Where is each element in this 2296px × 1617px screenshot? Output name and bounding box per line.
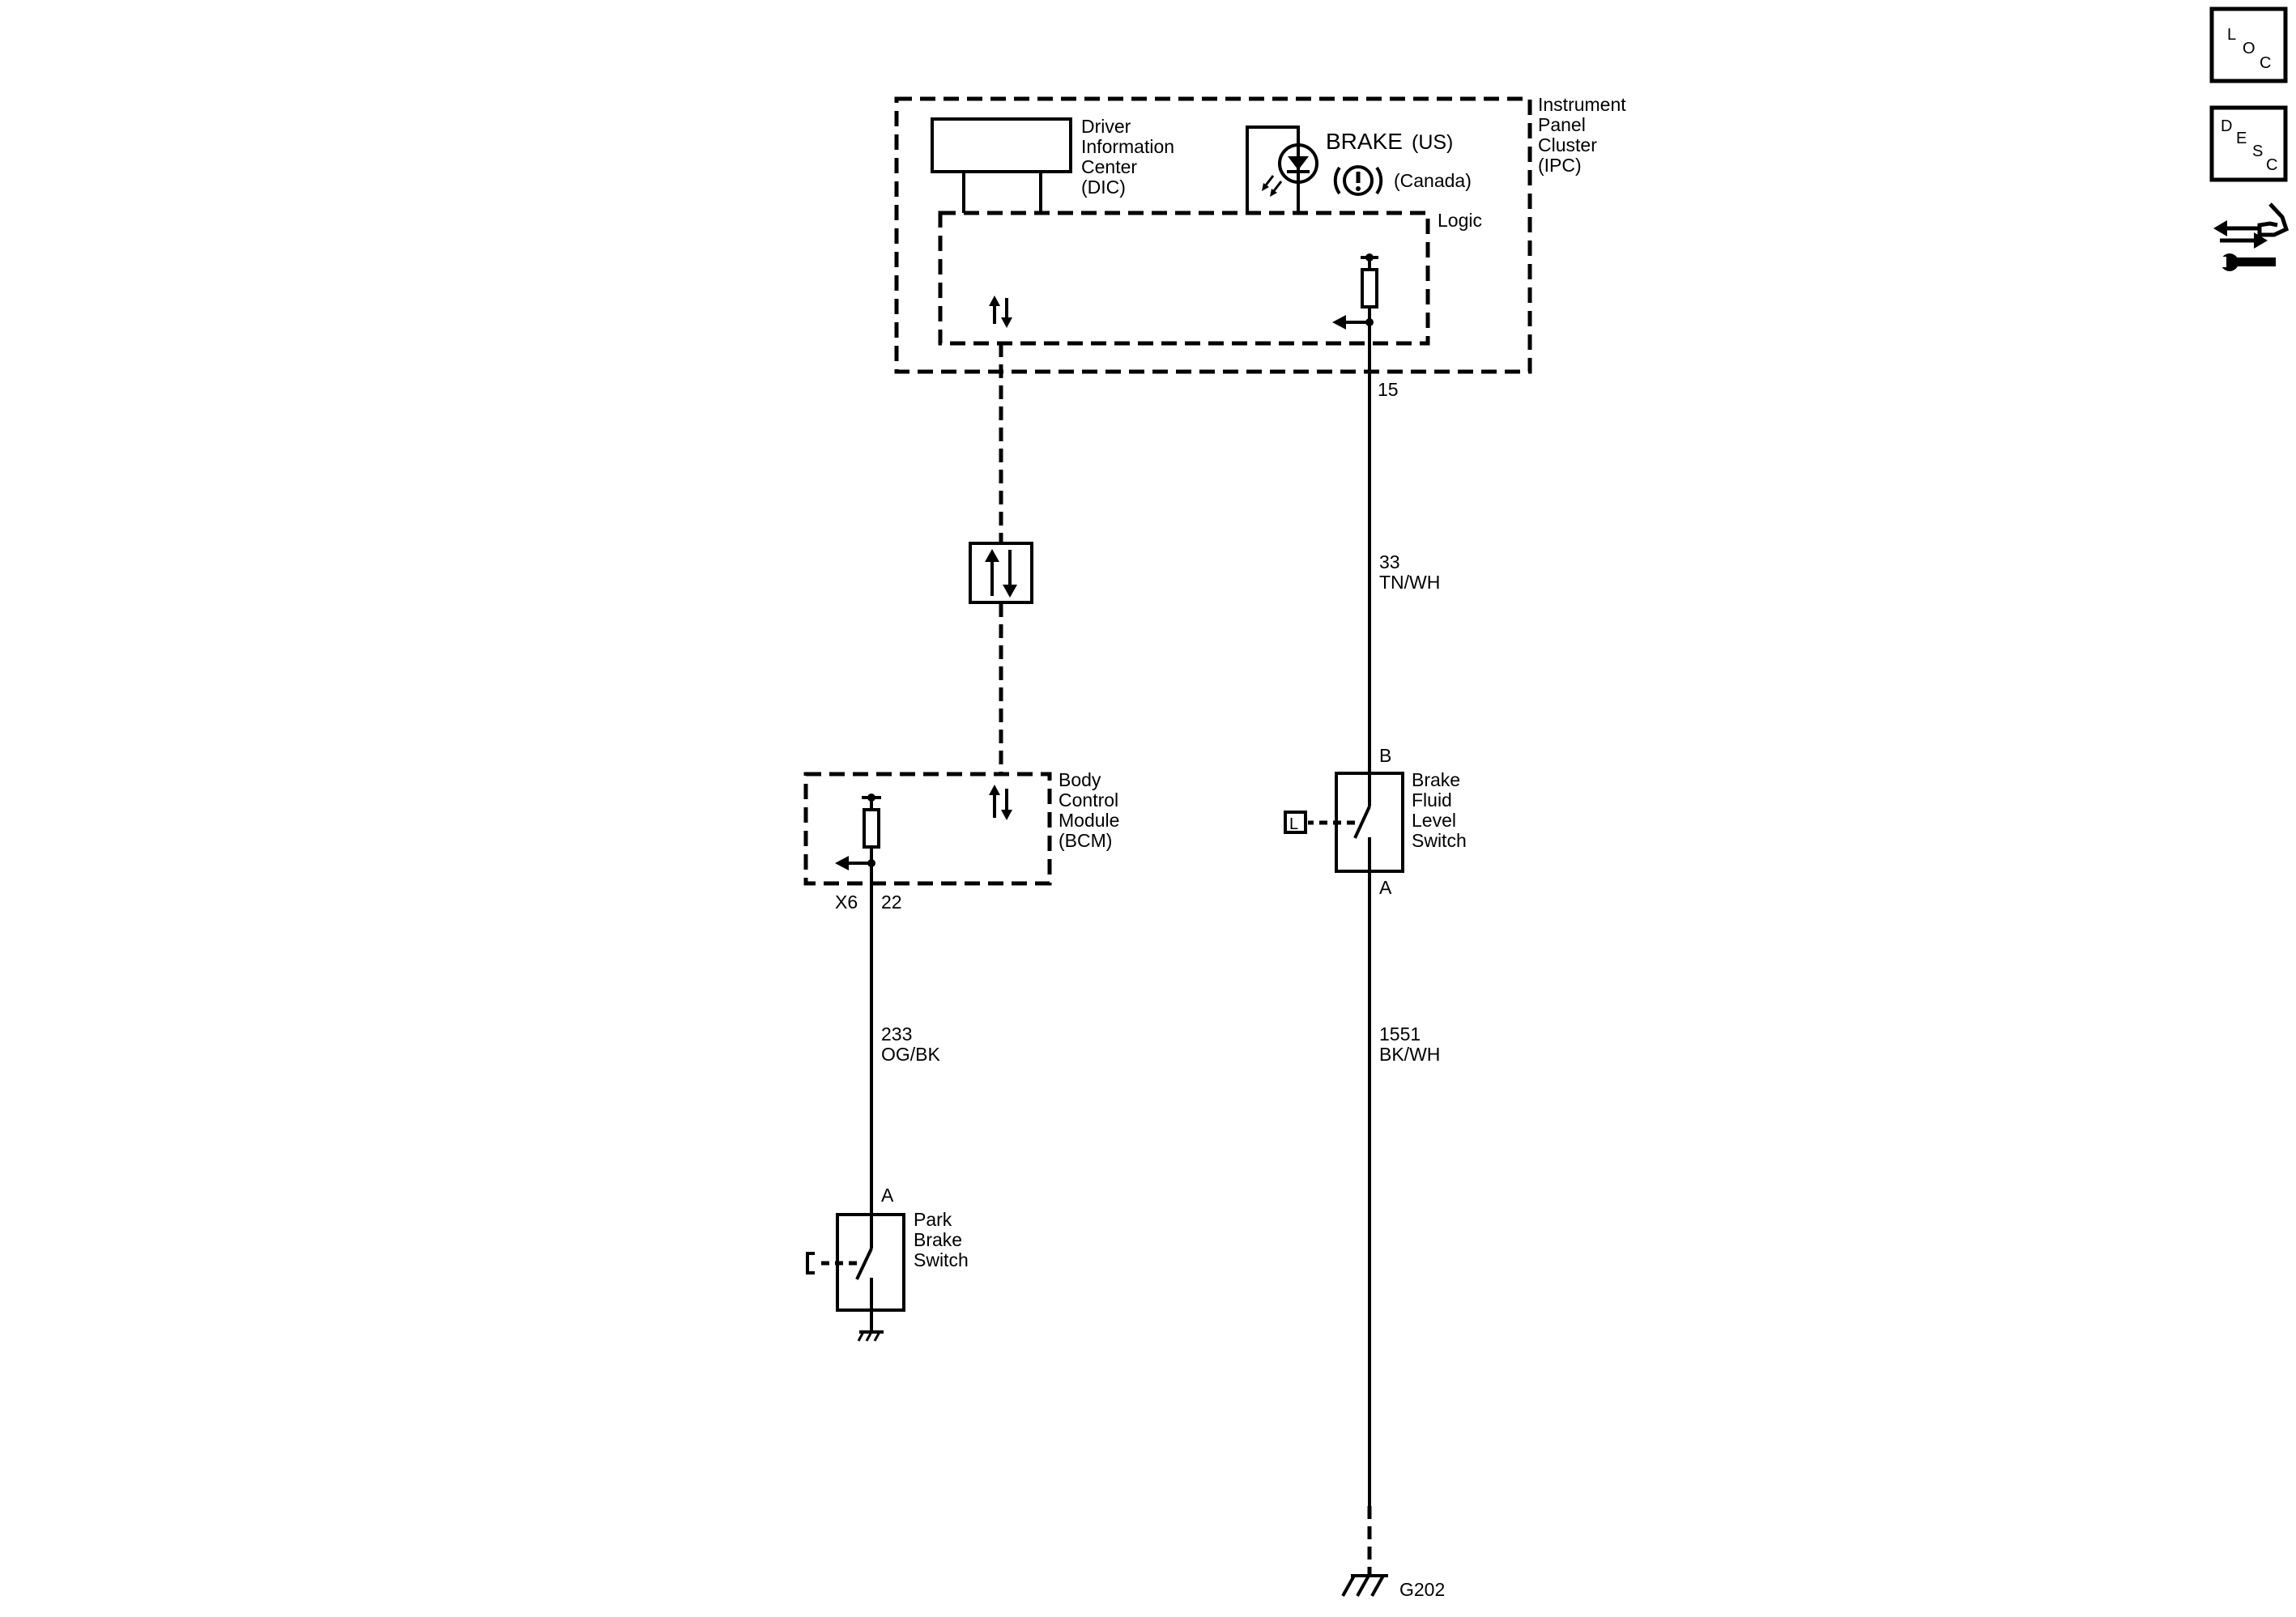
wire-1551-circuit: 1551 <box>1379 1023 1421 1045</box>
ground-label: G202 <box>1399 1579 1445 1600</box>
brake-fluid-pin-a: A <box>1379 877 1392 898</box>
park-brake-title-line-3: Switch <box>914 1249 969 1270</box>
dic-label-line-2: Information <box>1081 136 1174 157</box>
instrument-panel-cluster: Instrument Panel Cluster (IPC) Logic Dri… <box>894 94 1626 400</box>
brake-fluid-pin-b: B <box>1379 745 1391 766</box>
wire-233-color: OG/BK <box>881 1044 941 1065</box>
ipc-title-line-2: Panel <box>1538 114 1586 135</box>
brake-fluid-level-switch: L Brake Fluid Level Switch A <box>1284 769 1467 898</box>
bcm-title-line-3: Module <box>1059 810 1119 831</box>
dic-label-line-1: Driver <box>1081 116 1131 137</box>
brake-us-text: (US) <box>1412 131 1453 154</box>
loc-letter-1: L <box>2227 26 2236 44</box>
wire-1551-color: BK/WH <box>1379 1044 1440 1065</box>
desc-letter-1: D <box>2221 117 2232 135</box>
bcm-pin-22: 22 <box>881 891 902 913</box>
desc-letter-4: C <box>2266 156 2277 174</box>
body-control-module: Body Control Module (BCM) X6 22 <box>803 769 1119 913</box>
desc-letter-3: S <box>2252 143 2263 160</box>
serial-data-symbol <box>969 542 1033 604</box>
loc-icon[interactable]: L O C <box>2209 6 2288 83</box>
ipc-title-line-4: (IPC) <box>1538 155 1582 176</box>
dic-display <box>931 117 1072 173</box>
bcm-title-line-2: Control <box>1059 789 1118 811</box>
brake-fluid-location-letter: L <box>1289 815 1298 833</box>
ground-circuit: 1551 BK/WH G202 <box>1341 871 1445 1600</box>
ipc-pullup-resistor <box>1332 253 1378 330</box>
dic-label-line-4: (DIC) <box>1081 177 1126 198</box>
desc-letter-2: E <box>2236 130 2247 147</box>
bcm-boundary <box>803 772 1052 886</box>
loc-letter-3: C <box>2260 54 2271 72</box>
ipc-serial-data-arrows-icon <box>989 296 1012 328</box>
brake-fluid-title-line-3: Level <box>1412 810 1456 831</box>
brake-warning-symbol-icon <box>1333 165 1383 196</box>
wire-33-circuit: 33 <box>1379 551 1400 572</box>
bcm-pullup-resistor <box>835 794 881 870</box>
wire-233-circuit: 233 <box>881 1023 912 1045</box>
bcm-title-line-1: Body <box>1059 769 1101 790</box>
brake-canada-text: (Canada) <box>1394 170 1472 191</box>
brake-fluid-location-symbol <box>1284 811 1307 834</box>
bcm-serial-data-arrows-icon <box>989 785 1012 820</box>
brake-text: BRAKE <box>1326 129 1403 154</box>
park-brake-title-line-1: Park <box>914 1209 952 1230</box>
bcm-connector-x6: X6 <box>835 891 858 913</box>
brake-fluid-title-line-2: Fluid <box>1412 789 1452 811</box>
serial-data-line <box>969 343 1033 776</box>
dic-label-line-3: Center <box>1081 156 1137 177</box>
park-brake-circuit: 233 OG/BK A <box>870 863 941 1215</box>
ground-g202-icon <box>1341 1574 1388 1597</box>
brake-fluid-title-line-4: Switch <box>1412 830 1467 851</box>
brake-fluid-title-line-1: Brake <box>1412 769 1460 790</box>
logic-label: Logic <box>1438 210 1482 231</box>
ipc-boundary <box>894 96 1532 374</box>
logic-boundary <box>938 211 1430 346</box>
ipc-pin-15: 15 <box>1378 379 1399 400</box>
park-brake-title-line-2: Brake <box>914 1229 962 1250</box>
loc-letter-2: O <box>2243 40 2256 57</box>
bcm-title-line-4: (BCM) <box>1059 830 1112 851</box>
park-brake-switch: Park Brake Switch <box>806 1209 969 1342</box>
ipc-title-line-3: Cluster <box>1538 134 1597 155</box>
connector-repair-icon[interactable] <box>2213 202 2290 271</box>
park-brake-pin-a: A <box>881 1185 894 1206</box>
desc-icon[interactable]: D E S C <box>2209 105 2288 182</box>
wire-33-color: TN/WH <box>1379 572 1440 593</box>
ipc-title-line-1: Instrument <box>1538 94 1626 115</box>
brake-indicator-led-icon <box>1246 126 1318 213</box>
brake-indicator-circuit: 33 TN/WH B <box>1368 322 1440 773</box>
